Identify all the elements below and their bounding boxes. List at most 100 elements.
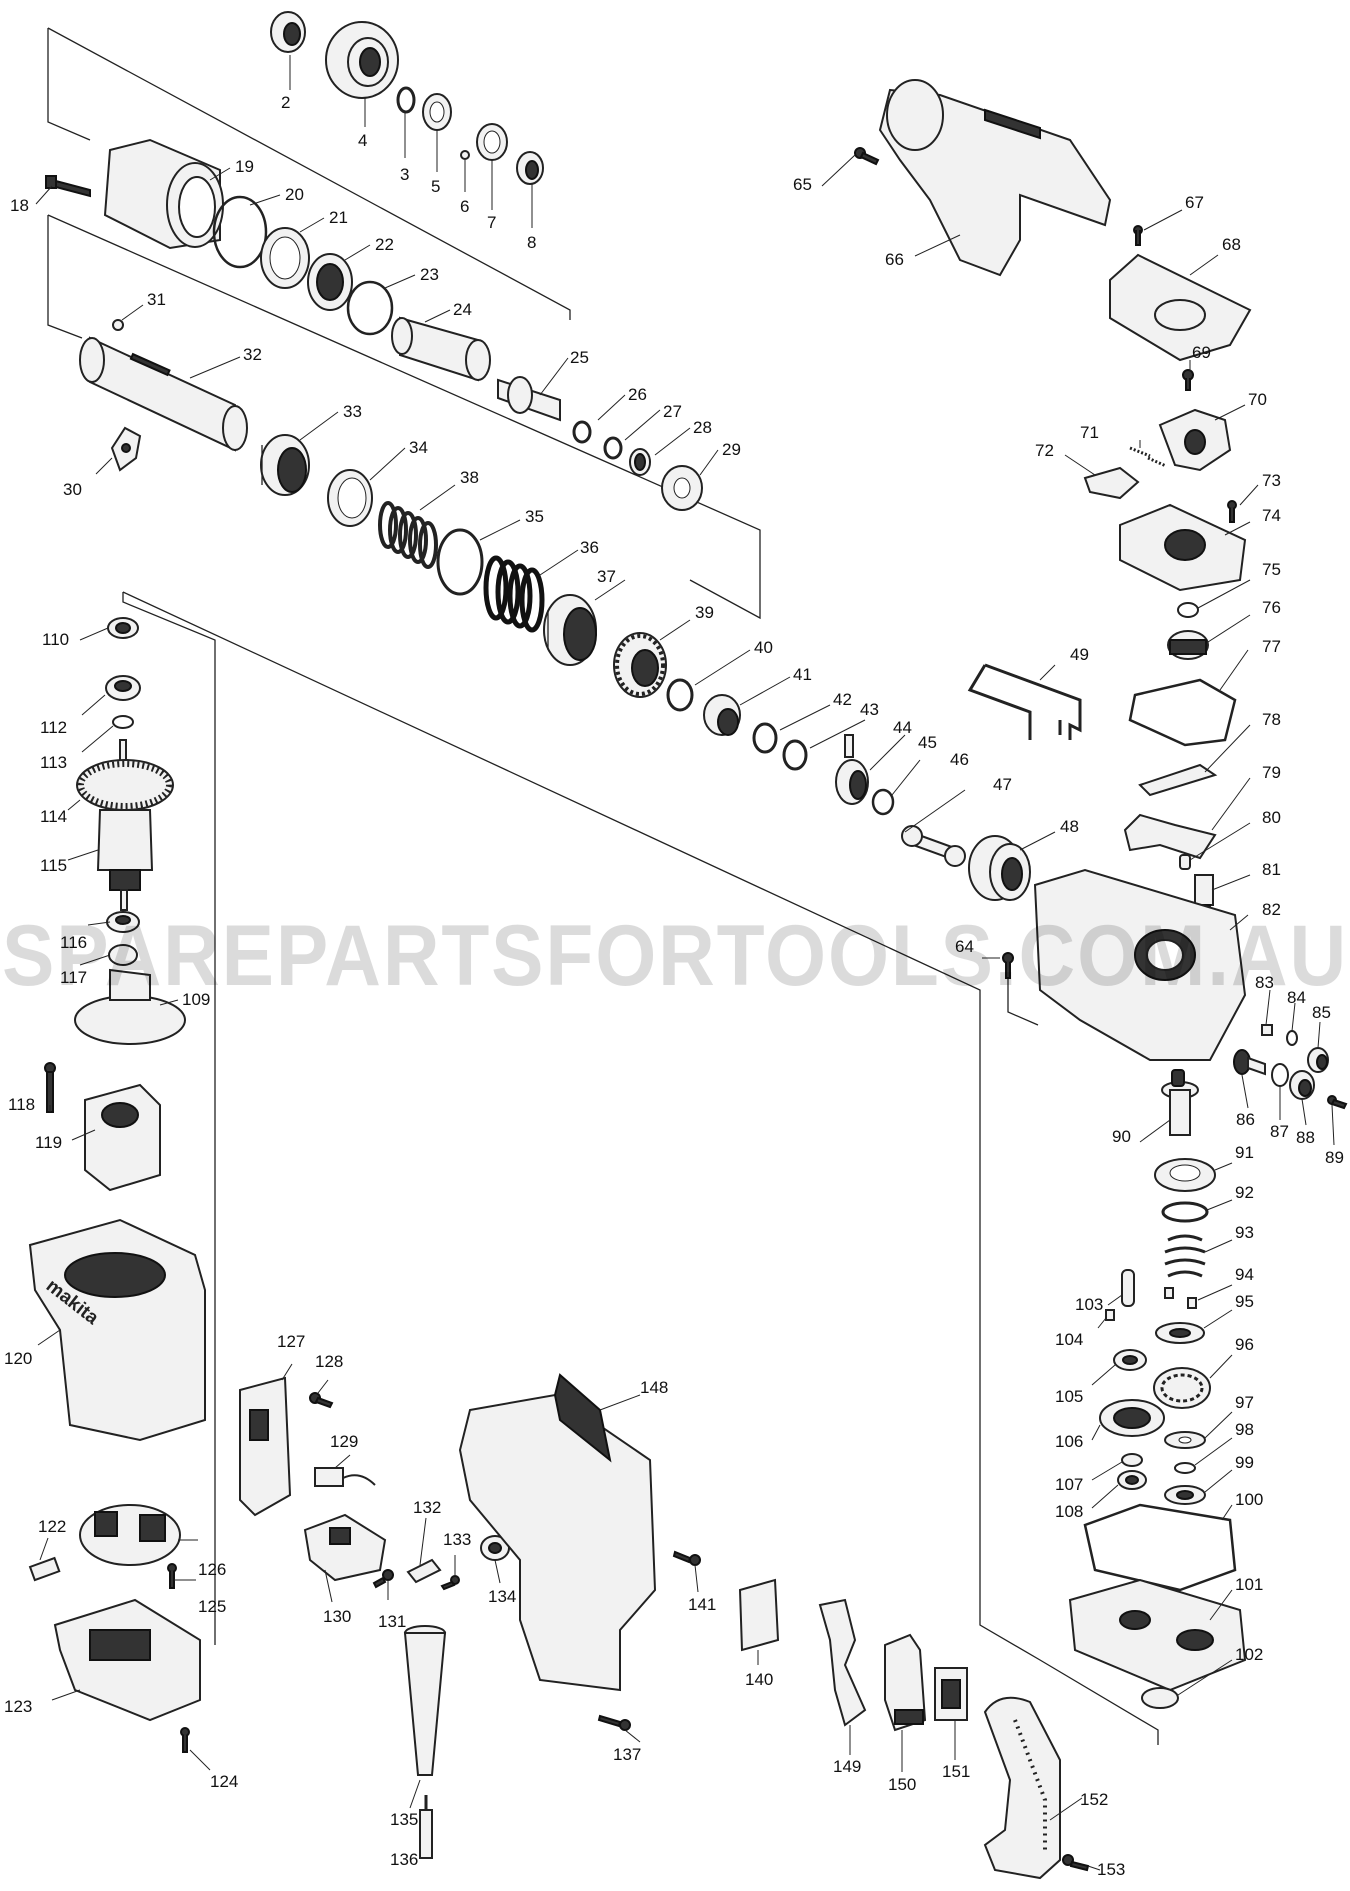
- part-2[interactable]: [270, 11, 306, 53]
- part-128[interactable]: [309, 1392, 334, 1409]
- part-23[interactable]: [346, 280, 394, 336]
- part-8[interactable]: [516, 151, 544, 185]
- part-85[interactable]: [1307, 1047, 1329, 1073]
- part-34[interactable]: [327, 469, 373, 527]
- part-28[interactable]: [629, 448, 651, 476]
- part-102[interactable]: [1141, 1687, 1179, 1709]
- part-135[interactable]: [403, 1625, 447, 1776]
- part-120[interactable]: makita: [28, 1218, 206, 1442]
- part-79[interactable]: [1123, 813, 1217, 860]
- part-22[interactable]: [307, 253, 353, 311]
- part-27[interactable]: [603, 436, 623, 460]
- part-108[interactable]: [1117, 1470, 1147, 1490]
- part-37[interactable]: [543, 594, 597, 666]
- part-148[interactable]: [458, 1373, 657, 1692]
- part-110[interactable]: [107, 617, 139, 639]
- part-109[interactable]: [74, 968, 186, 1045]
- part-90[interactable]: [1161, 1069, 1199, 1136]
- part-84[interactable]: [1286, 1030, 1298, 1046]
- part-149[interactable]: [818, 1598, 867, 1727]
- part-77[interactable]: [1128, 678, 1237, 747]
- part-83[interactable]: [1261, 1024, 1273, 1036]
- part-80[interactable]: [1179, 854, 1191, 870]
- part-94[interactable]: [1164, 1287, 1197, 1309]
- part-3[interactable]: [396, 86, 416, 114]
- part-123[interactable]: [53, 1598, 201, 1722]
- part-104[interactable]: [1105, 1309, 1115, 1321]
- part-122[interactable]: [28, 1556, 61, 1582]
- part-4[interactable]: [325, 21, 399, 99]
- part-88[interactable]: [1289, 1070, 1315, 1100]
- part-100[interactable]: [1083, 1503, 1237, 1592]
- part-91[interactable]: [1154, 1158, 1216, 1192]
- part-65[interactable]: [854, 147, 880, 166]
- part-112[interactable]: [105, 675, 141, 701]
- part-97[interactable]: [1164, 1431, 1206, 1449]
- part-125[interactable]: [167, 1563, 177, 1589]
- part-75[interactable]: [1177, 602, 1199, 618]
- part-153[interactable]: [1062, 1854, 1090, 1872]
- part-35[interactable]: [436, 528, 484, 596]
- part-98[interactable]: [1174, 1462, 1196, 1474]
- part-31[interactable]: [112, 319, 124, 331]
- part-92[interactable]: [1161, 1201, 1209, 1223]
- part-64[interactable]: [1002, 952, 1014, 979]
- part-82[interactable]: [1033, 868, 1247, 1061]
- part-38[interactable]: [378, 501, 438, 569]
- part-101[interactable]: [1068, 1578, 1247, 1692]
- part-47[interactable]: [901, 825, 966, 867]
- part-137[interactable]: [597, 1714, 631, 1731]
- part-5[interactable]: [422, 93, 452, 131]
- part-33[interactable]: [260, 434, 310, 496]
- part-95[interactable]: [1155, 1322, 1205, 1344]
- part-6[interactable]: [460, 150, 470, 160]
- part-18[interactable]: [45, 175, 91, 198]
- part-106[interactable]: [1099, 1399, 1165, 1437]
- part-72[interactable]: [1083, 466, 1140, 500]
- part-20[interactable]: [212, 195, 268, 269]
- part-114[interactable]: [76, 739, 174, 811]
- part-103[interactable]: [1121, 1269, 1135, 1307]
- part-96[interactable]: [1153, 1367, 1211, 1409]
- part-87[interactable]: [1271, 1063, 1289, 1087]
- part-86[interactable]: [1233, 1049, 1266, 1076]
- part-69[interactable]: [1182, 369, 1194, 391]
- part-7[interactable]: [476, 123, 508, 161]
- part-19[interactable]: [103, 138, 224, 250]
- part-44[interactable]: [835, 734, 869, 805]
- part-36[interactable]: [483, 555, 545, 633]
- part-127[interactable]: [239, 1376, 292, 1517]
- part-21[interactable]: [260, 227, 310, 289]
- part-68[interactable]: [1109, 253, 1252, 362]
- part-25[interactable]: [497, 376, 561, 422]
- part-99[interactable]: [1164, 1485, 1206, 1505]
- part-41[interactable]: [703, 694, 741, 736]
- part-140[interactable]: [738, 1578, 780, 1652]
- part-118[interactable]: [44, 1062, 56, 1113]
- part-132[interactable]: [406, 1558, 442, 1584]
- part-32[interactable]: [79, 336, 248, 452]
- part-39[interactable]: [613, 632, 667, 698]
- part-29[interactable]: [661, 465, 703, 511]
- part-115[interactable]: [96, 809, 154, 911]
- part-76[interactable]: [1167, 630, 1209, 660]
- part-151[interactable]: [934, 1667, 968, 1721]
- part-93[interactable]: [1164, 1234, 1206, 1278]
- part-124[interactable]: [180, 1727, 190, 1753]
- part-105[interactable]: [1113, 1349, 1147, 1371]
- part-141[interactable]: [672, 1550, 701, 1566]
- part-70[interactable]: [1158, 408, 1232, 472]
- part-48[interactable]: [968, 835, 1031, 901]
- part-40[interactable]: [666, 678, 694, 712]
- part-26[interactable]: [572, 420, 592, 444]
- part-30[interactable]: [110, 426, 142, 472]
- part-152[interactable]: [983, 1696, 1061, 1880]
- part-89[interactable]: [1327, 1095, 1348, 1110]
- part-24[interactable]: [391, 316, 491, 382]
- part-67[interactable]: [1133, 225, 1143, 246]
- part-45[interactable]: [871, 788, 895, 816]
- part-126[interactable]: [79, 1504, 181, 1566]
- part-129[interactable]: [314, 1467, 376, 1487]
- part-150[interactable]: [884, 1633, 927, 1732]
- part-73[interactable]: [1227, 500, 1237, 523]
